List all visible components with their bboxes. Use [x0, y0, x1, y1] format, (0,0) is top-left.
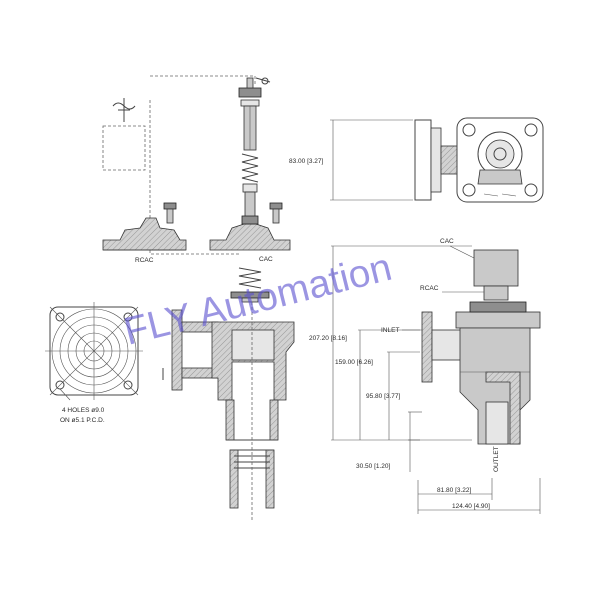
holes-label-line2: ON ø5.1 P.C.D.: [60, 417, 105, 424]
side-profile: [414, 119, 432, 201]
dashed-leader-top: [150, 75, 256, 84]
dim-83: 83.00 [3.27]: [289, 158, 324, 165]
dim-124: 124.40 [4.90]: [452, 503, 490, 510]
cover-plate: [455, 311, 541, 329]
rcac-label-left: RCAC: [135, 257, 154, 264]
top-cap-icon: [238, 77, 271, 98]
diaphragm-icon: [230, 291, 270, 303]
armature-stem-icon: [240, 99, 260, 151]
clip-pin-icon: [112, 98, 136, 122]
coil-body: [473, 249, 519, 287]
plunger-icon: [242, 183, 258, 219]
dim-81: 81.80 [3.22]: [437, 487, 472, 494]
cover-left-icon: [102, 217, 187, 251]
valve-body-section: [162, 302, 295, 520]
bolt-left-icon: [163, 202, 177, 224]
exploded-view: RCAC CAC: [102, 75, 291, 303]
cac-label-left: CAC: [259, 256, 273, 263]
top-right-view: 83.00 [3.27]: [289, 117, 544, 203]
side-elevation: CAC RCAC INLET OUTLET 207.20 [8.16] 159.…: [309, 238, 541, 514]
flange-view: 4 HOLES ø9.0 ON ø5.1 P.C.D.: [45, 302, 143, 424]
cover-right-icon: [209, 215, 291, 251]
dim-30: 30.50 [1.20]: [356, 463, 391, 470]
outlet-label: OUTLET: [493, 446, 500, 472]
dim-207: 207.20 [8.16]: [309, 335, 347, 342]
dim-95: 95.80 [3.77]: [366, 393, 401, 400]
spring-icon: [241, 153, 259, 183]
inlet-label: INLET: [381, 327, 399, 334]
coil-outline: [102, 125, 146, 171]
dashed-leader-left: [149, 100, 240, 255]
cac-label-right: CAC: [440, 238, 454, 245]
dim-159: 159.00 [6.26]: [335, 359, 373, 366]
inlet-flange: [171, 309, 183, 391]
inlet-flange-right: [421, 311, 433, 383]
rcac-label-right: RCAC: [420, 285, 439, 292]
holes-label-line1: 4 HOLES ø9.0: [62, 407, 105, 414]
bolt-right-icon: [269, 202, 283, 224]
spring-lower-icon: [238, 267, 262, 289]
square-flange-top: [456, 117, 544, 203]
